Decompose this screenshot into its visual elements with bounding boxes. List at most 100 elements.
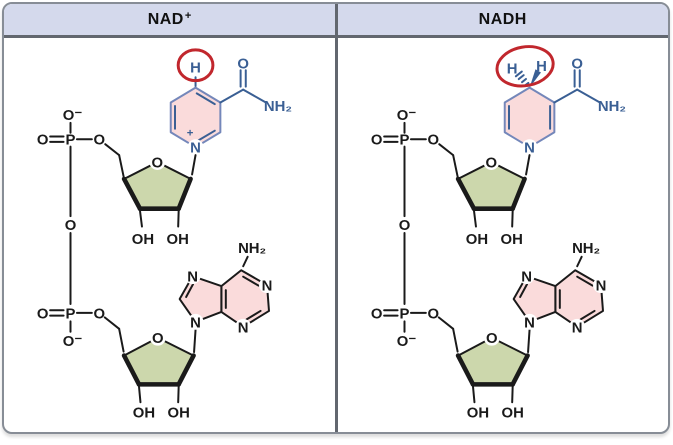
bond-o-c5: [437, 316, 454, 330]
double-bond-n7-c8: [518, 283, 528, 299]
phosphate-o-minus-label: O⁻: [396, 108, 416, 124]
ribose-ring: [124, 162, 191, 209]
adenine-n3-label: N: [238, 320, 249, 336]
ribose-edge-bold: [176, 176, 193, 211]
label-halo: [521, 139, 537, 156]
red-highlight-circle: [495, 45, 555, 88]
ribose-oxygen-label: O: [486, 331, 498, 347]
ester-oxygen-label: O: [427, 133, 439, 149]
double-bond-c2-n3: [245, 309, 262, 321]
hydroxyl-label: OH: [132, 232, 154, 248]
label-halo: [187, 139, 204, 156]
adenine-n7-label: N: [521, 270, 532, 286]
label-halo: [592, 277, 609, 294]
phosphate-o-minus-label: O⁻: [63, 108, 83, 124]
nad-title: NAD: [147, 10, 184, 28]
glycosidic-bond-adenine: [526, 328, 531, 354]
hydroxyl-label: OH: [168, 406, 190, 422]
hydroxyl-label: OH: [167, 232, 189, 248]
bond-c6-nh2: [242, 255, 249, 268]
ribose-ring: [457, 162, 525, 209]
nad-plus-structure: N + H O NH₂: [37, 48, 292, 422]
bond-c3-carbonyl: [219, 88, 245, 104]
nicotinamide-ring-reduced: N H H: [495, 45, 555, 157]
adenine-n3-label: N: [571, 320, 582, 336]
adenine-nh2-label: NH₂: [238, 241, 266, 257]
bond-c5-o: [437, 143, 454, 157]
ribose-oxygen-label: O: [152, 156, 164, 172]
ring-nitrogen-label: N: [524, 141, 535, 157]
ester-oxygen-label: O: [93, 306, 105, 322]
bond-c3-carbonyl: [552, 88, 578, 104]
ribose-edge-bold: [176, 353, 196, 387]
adenine-n1-label: N: [595, 279, 606, 295]
phosphate-o-minus-label: O⁻: [396, 334, 416, 350]
glycosidic-bond-adenine: [193, 328, 197, 354]
adenine-n7-label: N: [187, 270, 198, 286]
amide-group: O NH₂: [552, 56, 625, 115]
carbonyl-oxygen-label: O: [237, 56, 249, 72]
bridge-oxygen-label: O: [398, 218, 410, 234]
ring-nitrogen-label: N: [190, 141, 201, 157]
ribose-edge-bold: [121, 353, 142, 387]
phosphorus-label: P: [399, 133, 409, 149]
ribose-edge-bold: [455, 176, 476, 211]
phosphate-1: O P O O⁻: [370, 108, 439, 218]
label-halo: [184, 268, 201, 285]
header-nadh: NADH: [334, 4, 669, 35]
hydroxyl-label: OH: [466, 406, 488, 422]
label-halo: [521, 313, 537, 330]
adenine-n1-label: N: [262, 279, 273, 295]
nadh-title: NADH: [478, 10, 527, 28]
phosphorus-label: P: [66, 133, 76, 149]
label-halo: [518, 268, 535, 285]
bond-carbonyl-nh2: [242, 88, 267, 104]
phosphate-oxygen-label: O: [370, 133, 382, 149]
amide-nh2-label: NH₂: [264, 99, 292, 115]
hydrogen-label: H: [506, 62, 517, 78]
double-bond-c2-n3: [579, 309, 596, 321]
bond-c3-oh: [472, 209, 477, 228]
bond-c6-nh2: [575, 255, 583, 268]
ribose-nicotinamide: O OH OH: [104, 143, 193, 248]
phosphate-oxygen-label: O: [370, 306, 382, 322]
phosphate-oxygen-label: O: [37, 133, 49, 149]
ester-oxygen-label: O: [427, 306, 439, 322]
phosphate-o-minus-label: O⁻: [63, 334, 83, 350]
ribose-oxygen-label: O: [152, 331, 164, 347]
double-bond-c6-n1: [242, 275, 260, 287]
adenine-nh2-label: NH₂: [572, 241, 600, 257]
nad-plus-panel: N + H O NH₂: [4, 38, 335, 432]
label-halo: [149, 154, 166, 170]
carbonyl-oxygen-label: O: [571, 56, 583, 72]
adenine-base: N N N N NH₂: [178, 241, 275, 354]
phosphorus-label: P: [399, 306, 409, 322]
hashed-bond-mark: [514, 70, 523, 78]
label-halo: [149, 329, 166, 346]
hydroxyl-label: OH: [465, 232, 487, 248]
glycosidic-bond-nicotinamide: [191, 154, 197, 176]
nadh-panel: N H H O NH₂: [334, 38, 669, 432]
hydrogen-label: H: [190, 61, 201, 77]
ribose-edge-bold: [455, 353, 475, 387]
double-bond-c3-c4: [195, 92, 216, 106]
label-halo: [259, 277, 275, 294]
nicotinamide-ring-oxidized: N + H: [169, 48, 222, 157]
bond-c3-oh: [137, 385, 142, 404]
ribose-ring: [124, 337, 194, 385]
nadh-structure: N H H O NH₂: [370, 45, 625, 422]
bond-c5-c4: [118, 327, 125, 353]
bond-c3-oh: [138, 209, 143, 228]
hydroxyl-label: OH: [500, 232, 522, 248]
positive-charge-label: +: [187, 128, 194, 140]
hydroxyl-label: OH: [501, 406, 523, 422]
bond-o-c5: [103, 316, 121, 330]
ribose-adenine: O OH OH: [455, 329, 530, 422]
bond-c5-c4: [451, 327, 459, 353]
adenine-n9-label: N: [524, 315, 535, 331]
bond-c4-c5: [451, 154, 459, 178]
ribose-edge-bold: [121, 176, 143, 211]
ribose-ring: [457, 337, 528, 385]
hashed-bond-mark: [517, 74, 525, 81]
bond-carbonyl-nh2: [575, 88, 600, 104]
